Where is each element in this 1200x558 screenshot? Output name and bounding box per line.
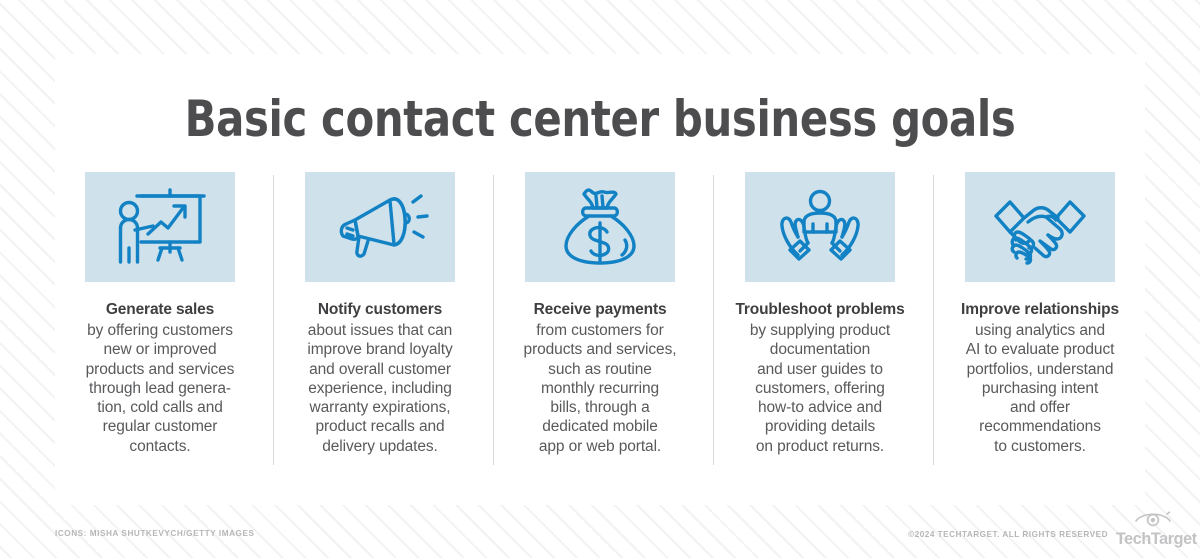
goal-body: by offering customers new or improved pr…: [85, 322, 235, 455]
goal-column-notify-customers: Notify customers about issues that can i…: [273, 172, 485, 466]
goal-body: using analytics and AI to evaluate produ…: [965, 322, 1115, 455]
page-title: Basic contact center business goals: [184, 90, 1016, 148]
goal-column-troubleshoot-problems: Troubleshoot problems by supplying produ…: [713, 172, 925, 466]
eye-icon: [1135, 511, 1171, 527]
icons-credit: ICONS: MISHA SHUTKEVYCH/GETTY IMAGES: [55, 529, 255, 538]
goals-columns: Generate sales by offering customers new…: [55, 172, 1145, 466]
money-bag-icon: [564, 188, 636, 265]
icon-box: [525, 172, 675, 282]
handshake-icon: [994, 200, 1086, 265]
techtarget-logo: TechTarget: [1114, 509, 1197, 551]
icon-box: [745, 172, 895, 282]
megaphone-icon: [339, 194, 429, 258]
goal-heading: Receive payments: [533, 301, 667, 318]
goal-heading: Troubleshoot problems: [735, 301, 905, 318]
icon-box: [965, 172, 1115, 282]
goal-column-receive-payments: Receive payments from customers for prod…: [493, 172, 705, 466]
goal-heading: Improve relationships: [961, 301, 1119, 318]
goal-column-generate-sales: Generate sales by offering customers new…: [55, 172, 265, 456]
infographic-card: Basic contact center business goals: [55, 54, 1145, 505]
techtarget-wordmark: TechTarget: [1115, 529, 1197, 548]
presenter-chart-icon: [118, 188, 206, 264]
goal-body: from customers for products and services…: [523, 322, 677, 455]
icon-box: [305, 172, 455, 282]
goal-heading: Notify customers: [317, 301, 443, 318]
goal-column-improve-relationships: Improve relationships using analytics an…: [933, 172, 1145, 466]
hands-holding-person-icon: [780, 189, 860, 261]
copyright-notice: ©2024 TECHTARGET. ALL RIGHTS RESERVED: [908, 530, 1108, 539]
goal-body: by supplying product documentation and u…: [749, 322, 891, 455]
goal-heading: Generate sales: [105, 301, 215, 318]
goal-body: about issues that can improve brand loya…: [307, 322, 453, 455]
icon-box: [85, 172, 235, 282]
